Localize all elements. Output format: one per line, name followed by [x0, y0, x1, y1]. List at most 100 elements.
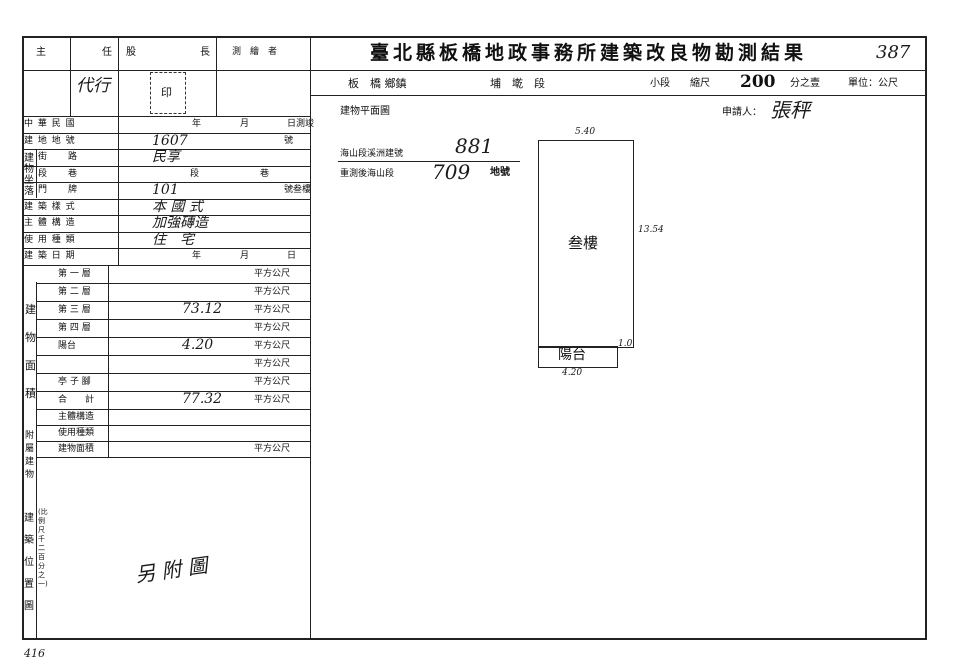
area-row-col — [108, 282, 109, 301]
area-row-label: 陽台 — [58, 340, 77, 351]
attach-row-label: 使用種類 — [58, 427, 95, 438]
row-usage-col — [118, 231, 119, 248]
area-row-label: 第 一 層 — [58, 268, 91, 279]
area-row-unit: 平方公尺 — [254, 268, 291, 279]
row-door-rule — [22, 198, 311, 200]
unit-label: 單位：公尺 — [848, 78, 898, 89]
area-row-rule — [36, 300, 311, 302]
building-no-label: 海山段溪洲建號 — [340, 149, 404, 159]
row-street-label: 街 路 — [38, 152, 79, 162]
area-row-unit: 平方公尺 — [254, 358, 291, 369]
row-lane-rule — [22, 182, 311, 183]
attach-row-col — [108, 440, 109, 457]
row-usage-value: 住 宅 — [152, 231, 194, 248]
area-row-col — [108, 390, 109, 409]
dim-top: 5.40 — [575, 127, 596, 137]
row-style-rule — [22, 215, 311, 216]
area-row-col — [108, 354, 109, 373]
row-date-month: 月 — [240, 119, 250, 129]
attach-row-rule — [36, 440, 311, 442]
row-structure-col — [118, 215, 119, 232]
staff-tail: 長 — [200, 47, 210, 58]
area-row-unit: 平方公尺 — [254, 286, 291, 297]
area-row-unit: 平方公尺 — [254, 376, 291, 387]
staff-seal-text: 印 — [161, 86, 172, 99]
row-street-rule — [22, 165, 311, 167]
section-label: 埔 墘 段 — [490, 77, 545, 90]
row-build-date-month: 月 — [240, 251, 250, 261]
row-date-label: 中 華 民 國 — [24, 119, 76, 129]
balcony-label: 陽台 — [558, 347, 586, 363]
attach-row-col — [108, 408, 109, 425]
row-lane-label: 段 巷 — [38, 168, 79, 179]
row-land-no-label: 建 地 地 號 — [24, 135, 76, 146]
row-door-value: 101 — [152, 182, 179, 198]
room-label: 叁樓 — [568, 234, 599, 252]
footer-note: 416 — [24, 647, 45, 660]
area-row-label: 第 三 層 — [58, 304, 91, 315]
area-row-col — [108, 336, 109, 355]
area-row-rule — [36, 390, 311, 392]
row-door-col — [118, 182, 119, 199]
area-row-col — [108, 264, 109, 283]
row-lane-duan: 段 — [190, 168, 200, 179]
staff-seal: 印 — [150, 72, 186, 114]
applicant-name: 張秤 — [770, 98, 810, 122]
row-usage-rule — [22, 248, 311, 249]
dim-small: 1.0 — [618, 339, 633, 349]
land-no: 709 — [432, 160, 471, 184]
row-land-no-suffix: 號 — [284, 135, 294, 146]
attached-figure-note: 另 附 圖 — [133, 553, 210, 587]
staff-label: 股 — [126, 47, 136, 58]
position-scale-note: (比例尺千二百分之一) — [38, 508, 48, 588]
row-land-no-value: 1607 — [152, 132, 188, 149]
attach-row-rule — [36, 456, 311, 458]
row-date-col — [118, 116, 119, 133]
area-row-rule — [36, 408, 311, 410]
area-row-label: 亭 子 腳 — [58, 376, 91, 387]
land-label: 重測後海山段 — [340, 169, 395, 179]
attach-row-label: 主體構造 — [58, 411, 95, 422]
area-row-unit: 平方公尺 — [254, 340, 291, 351]
area-row-label: 合 計 — [58, 394, 95, 405]
document-number: 387 — [876, 42, 911, 63]
row-land-no-rule — [22, 149, 311, 150]
area-row-rule — [36, 372, 311, 374]
row-style-label: 建 築 樣 式 — [24, 201, 76, 212]
land-suffix: 地號 — [490, 167, 510, 178]
row-lane-xiang: 巷 — [260, 168, 270, 179]
area-row-unit: 平方公尺 — [254, 322, 291, 333]
plan-title: 建物平面圖 — [340, 106, 390, 117]
row-build-date-col — [118, 248, 119, 265]
surveyor-label: 測 繪 者 — [232, 47, 278, 57]
area-row-label: 第 四 層 — [58, 322, 91, 333]
area-row-label: 第 二 層 — [58, 286, 91, 297]
attach-row-unit: 平方公尺 — [254, 443, 291, 454]
area-row-rule — [36, 336, 311, 338]
row-structure-rule — [22, 231, 311, 233]
area-row-col — [108, 372, 109, 391]
area-row-rule — [36, 318, 311, 320]
attach-row-col — [108, 424, 109, 441]
area-row-col — [108, 318, 109, 337]
row-door-label: 門 牌 — [38, 185, 79, 195]
attached-side-label: 附屬建物 — [25, 431, 35, 480]
scale-label: 縮尺 — [690, 78, 710, 89]
subsection-label: 小段 — [650, 78, 670, 89]
row-style-col — [118, 198, 119, 215]
area-row-rule — [36, 354, 311, 356]
scale-suffix: 分之壹 — [790, 78, 820, 89]
row-build-date-year: 年 — [192, 251, 202, 261]
row-street-value: 民享 — [152, 149, 180, 165]
chief-label: 主 — [36, 47, 46, 58]
area-row-unit: 平方公尺 — [254, 304, 291, 315]
row-street-col — [118, 149, 119, 166]
row-structure-label: 主 體 構 造 — [24, 218, 76, 228]
row-door-suffix: 號叁樓 — [284, 185, 312, 195]
balcony-outline — [538, 346, 618, 368]
attach-row-rule — [36, 424, 311, 426]
row-date-day: 日測竣 — [287, 119, 315, 129]
area-row-col — [108, 300, 109, 319]
area-row-rule — [36, 282, 311, 284]
row-lane-col — [118, 165, 119, 182]
